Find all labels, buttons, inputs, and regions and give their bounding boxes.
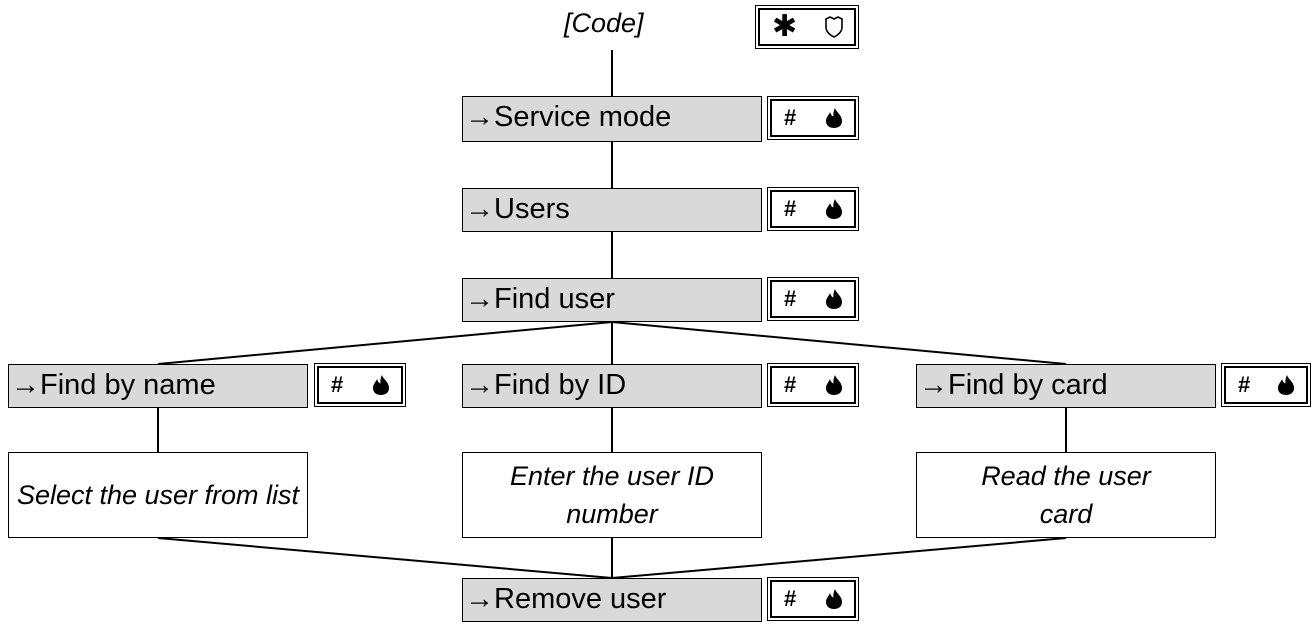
- connector-desc1-remove: [157, 537, 613, 579]
- key-label: #: [784, 105, 797, 130]
- key-label: #: [784, 586, 797, 611]
- menu-item-label: →Find user: [465, 283, 615, 315]
- description-text: Select the user from list: [16, 480, 300, 510]
- keys-service-mode: #: [767, 96, 859, 140]
- menu-item-label: →Find by card: [919, 369, 1108, 401]
- shield-icon: [825, 16, 843, 38]
- menu-item-find-by-card: →Find by card: [916, 364, 1216, 408]
- menu-item-label: →Find by ID: [465, 369, 627, 401]
- flame-icon: [373, 375, 389, 395]
- key-label: ✱: [772, 10, 798, 43]
- description-text: Read the user card: [981, 461, 1151, 529]
- key-label: #: [1238, 372, 1251, 397]
- connector-desc3-remove: [611, 537, 1067, 579]
- flame-icon: [826, 108, 842, 128]
- keys-find-by-name: #: [314, 363, 406, 407]
- description-find-by-id: Enter the user ID number: [462, 452, 762, 538]
- menu-item-service-mode: →Service mode: [462, 96, 762, 142]
- connector-find-byname: [157, 321, 613, 365]
- flame-icon: [826, 289, 842, 309]
- key-label: #: [331, 372, 344, 397]
- keys-start: ✱: [755, 5, 859, 49]
- flame-icon: [826, 589, 842, 609]
- keys-users: #: [767, 187, 859, 231]
- flame-icon: [1278, 375, 1294, 395]
- menu-item-find-by-name: →Find by name: [8, 364, 308, 408]
- keys-find-by-card: #: [1221, 363, 1311, 407]
- menu-item-remove-user: →Remove user: [462, 578, 762, 622]
- menu-item-label: →Service mode: [465, 101, 672, 133]
- keys-find-by-id: #: [767, 363, 859, 407]
- code-label: [Code]: [564, 8, 644, 38]
- description-find-by-name: Select the user from list: [8, 452, 308, 538]
- menu-item-label: →Find by name: [11, 369, 216, 401]
- menu-item-label: →Remove user: [465, 583, 667, 615]
- key-label: #: [784, 196, 797, 221]
- connector-find-bycard: [611, 321, 1067, 365]
- description-find-by-card: Read the user card: [916, 452, 1216, 538]
- menu-item-find-user: →Find user: [462, 278, 762, 322]
- menu-item-find-by-id: →Find by ID: [462, 364, 762, 408]
- menu-item-label: →Users: [465, 193, 570, 225]
- key-label: #: [784, 372, 797, 397]
- description-text: Enter the user ID number: [509, 461, 715, 529]
- keys-find-user: #: [767, 277, 859, 321]
- flame-icon: [826, 199, 842, 219]
- flame-icon: [826, 375, 842, 395]
- key-label: #: [784, 286, 797, 311]
- menu-item-users: →Users: [462, 188, 762, 232]
- keys-remove-user: #: [767, 577, 859, 621]
